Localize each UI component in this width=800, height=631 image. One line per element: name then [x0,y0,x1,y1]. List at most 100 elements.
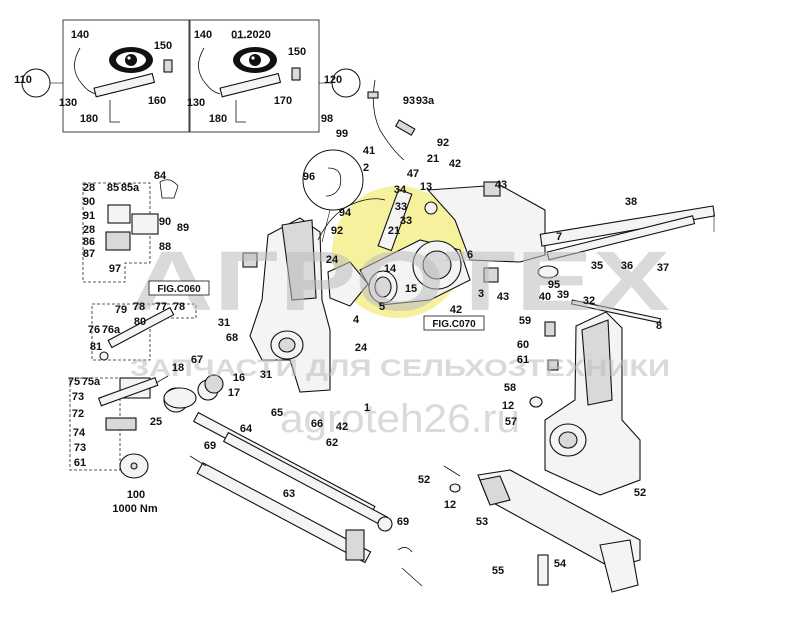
part-label: 58 [504,382,516,394]
watermark-sub: ЗАПЧАСТИ ДЛЯ СЕЛЬХОЗТЕХНИКИ [130,355,670,382]
part-label: 61 [74,457,86,469]
part-label: 01.2020 [231,29,271,41]
part-label: 91 [83,210,95,222]
part-label: 90 [83,196,95,208]
part-label: 32 [583,295,595,307]
part-label: 21 [388,225,400,237]
part-label: 54 [554,558,567,570]
part-label: 76a [102,324,121,336]
part-label: 33 [395,201,407,213]
part-label: 59 [519,315,531,327]
part-label: 180 [209,113,227,125]
part-label: 13 [420,181,432,193]
part-label: 64 [240,423,253,435]
part-label: 160 [148,95,166,107]
part-label: 43 [495,179,507,191]
watermark-main: АГРОТЕХ [130,234,670,328]
plate-100 [119,453,149,479]
central-assembly [317,79,471,307]
part-label: 79 [115,304,127,316]
part-label: 5 [379,301,385,313]
part-label: 39 [557,289,569,301]
part-label: 40 [539,291,551,303]
part-label: 98 [321,113,333,125]
part-label: 88 [159,241,171,253]
part-label: 99 [336,128,348,140]
part-label: 57 [505,416,517,428]
part-label: 37 [657,262,669,274]
watermark: АГРОТЕХ ЗАПЧАСТИ ДЛЯ СЕЛЬХОЗТЕХНИКИ agro… [130,234,670,441]
part-label: 78 [133,301,145,313]
part-label: 96 [303,171,315,183]
part-label: 73 [74,442,86,454]
part-label: 43 [497,291,509,303]
part-label: 42 [336,421,348,433]
part-label: 80 [134,316,146,328]
part-label: 62 [326,437,338,449]
part-label: 76 [88,324,100,336]
part-label: 8 [656,320,662,332]
part-label: 47 [407,168,419,180]
part-label: 7 [556,231,562,243]
part-label: 92 [437,137,449,149]
part-label: 90 [159,216,171,228]
part-label: 3 [478,288,484,300]
part-label: 31 [218,317,230,329]
part-label: 25 [150,416,162,428]
part-label: 15 [405,283,417,295]
part-label: 6 [467,249,473,261]
part-label: 97 [109,263,121,275]
part-label: 14 [384,263,397,275]
detail-callout-96 [302,149,364,243]
part-label: 12 [444,499,456,511]
part-label: 140 [71,29,89,41]
part-label: 74 [73,427,86,439]
part-label: 66 [311,418,323,430]
part-label: 52 [418,474,430,486]
part-label: 170 [274,95,292,107]
part-label: 67 [191,354,203,366]
part-label: 73 [72,391,84,403]
figure-refs: FIG.C060 FIG.C070 [148,280,485,331]
part-label: 18 [172,362,184,374]
part-label: 28 [83,224,95,236]
part-label: 34 [394,184,407,196]
part-label: 42 [449,158,461,170]
bottom-beam [443,465,641,593]
part-label: 1 [364,402,370,414]
part-label: 35 [591,260,603,272]
part-label: 75a [82,376,101,388]
eye-icon [233,47,277,73]
inset-boxes [21,19,361,133]
part-label: 140 [194,29,212,41]
part-label: 41 [363,145,375,157]
part-label: 17 [228,387,240,399]
eye-icon [109,47,153,73]
top-crossbar [426,181,716,324]
part-label: 84 [154,170,167,182]
part-label: 130 [59,97,77,109]
part-label: 86 [83,236,95,248]
part-label: 65 [271,407,283,419]
part-label: 16 [233,372,245,384]
part-label: 150 [154,40,172,52]
fig-ref-right: FIG.C070 [432,319,476,330]
part-label: 24 [326,254,339,266]
part-label: 31 [260,369,272,381]
part-label: 28 [83,182,95,194]
part-label: 95 [548,279,560,291]
part-label: 150 [288,46,306,58]
part-label: 1000 Nm [112,503,157,515]
part-label: 89 [177,222,189,234]
part-label: 120 [324,74,342,86]
part-label: 42 [450,304,462,316]
part-label: 93 [403,95,415,107]
part-label: 61 [517,354,529,366]
part-label: 75 [68,376,80,388]
part-label: 81 [90,341,102,353]
part-label: 55 [492,565,504,577]
part-label: 2 [363,162,369,174]
part-label: 85a [121,182,140,194]
part-label: 93a [416,95,435,107]
